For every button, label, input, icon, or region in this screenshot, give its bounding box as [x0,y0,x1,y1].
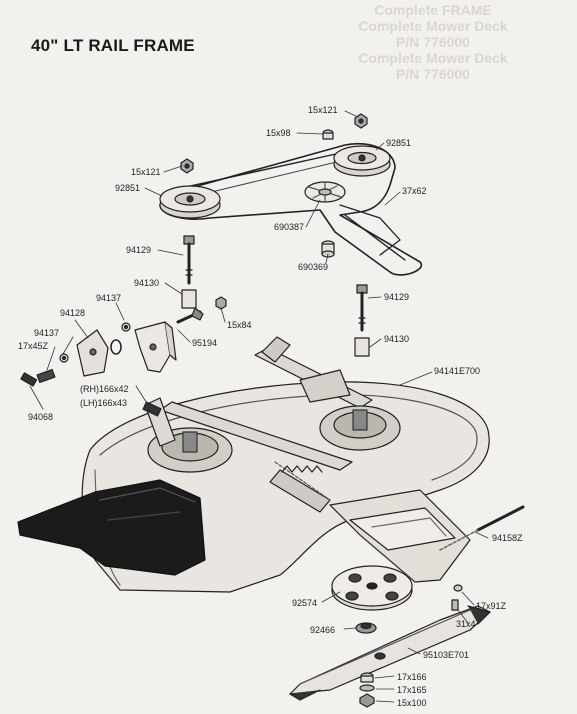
callout-94141E700: 94141E700 [434,366,481,376]
hanger-166x42 [142,397,176,447]
callout-94130-right: 94130 [384,334,410,344]
rail-frame [329,489,471,583]
tension-spring [281,465,323,473]
right-spindle-shaft-94129 [354,284,370,357]
nut-15x121-left [180,158,194,174]
ghost-text-block: Complete FRAME Complete Mower Deck P/N 7… [318,2,548,82]
bolt-17x45Z [36,368,56,384]
bracket-94128 [76,329,109,377]
washer-15x98 [322,129,334,140]
bracket-plate [134,321,177,373]
ghost-line: Complete Mower Deck [358,18,508,34]
ghost-line: P/N 776000 [396,66,470,82]
washer-94137-lower [59,353,69,363]
callout-92466: 92466 [310,625,336,635]
leader-lines [29,110,489,703]
callout-92851-left: 92851 [115,183,141,193]
page-title: 40" LT RAIL FRAME [31,36,195,55]
callout-17x91Z: 17x91Z [476,601,507,611]
callout-31x4: 31x4 [456,619,476,629]
callout-92574: 92574 [292,598,318,608]
mower-blade-95103E701 [289,605,491,701]
callout-15x121-left: 15x121 [131,167,161,177]
right-pulley-92851 [333,145,391,177]
nut-15x84 [215,296,227,310]
callout-LH-166x43: (LH)166x43 [80,398,128,408]
callout-94068: 94068 [28,412,54,422]
washer-94137-upper [121,322,131,332]
callout-94137-lower: 94137 [34,328,60,338]
callout-15x121-top: 15x121 [308,105,338,115]
spring-ring [110,339,122,355]
ghost-line: Complete FRAME [374,2,492,18]
nut-15x121-right [354,113,368,129]
callout-95103E701: 95103E701 [423,650,470,660]
callout-94129-right: 94129 [384,292,410,302]
callout-94129-left: 94129 [126,245,152,255]
callout-94158Z: 94158Z [492,533,523,543]
rear-rod-94158Z [439,505,525,551]
ghost-line: P/N 776000 [396,34,470,50]
callout-690369: 690369 [298,262,329,272]
callout-17x165: 17x165 [397,685,427,695]
callout-15x100: 15x100 [397,698,427,708]
hardware-stack [359,672,375,708]
callout-94137-upper: 94137 [96,293,122,303]
right-spindle-well [319,405,401,451]
callout-17x166: 17x166 [397,672,427,682]
callout-92851-right: 92851 [386,138,412,148]
blade-adapter-92574 [331,565,413,611]
key-31x4 [451,599,459,611]
callout-17x45Z: 17x45Z [18,341,49,351]
left-pulley-92851 [159,185,221,219]
callout-15x98: 15x98 [266,128,291,138]
small-washer-17x91Z [453,584,463,592]
callout-15x84: 15x84 [227,320,252,330]
callout-RH-166x42: (RH)166x42 [80,384,129,394]
bolt-95194 [176,307,204,324]
callout-690387: 690387 [274,222,305,232]
bolt-94068 [20,372,38,387]
discharge-chute [17,479,206,576]
left-spindle-shaft-94129 [181,235,197,309]
hub-92466 [355,622,377,634]
ghost-line: Complete Mower Deck [358,50,508,66]
idler-pulley-690387 [304,181,346,203]
callout-95194: 95194 [192,338,218,348]
callout-94128: 94128 [60,308,86,318]
callout-94130-left: 94130 [134,278,160,288]
deck-frame-bars [159,336,373,513]
callout-37x62: 37x62 [402,186,427,196]
